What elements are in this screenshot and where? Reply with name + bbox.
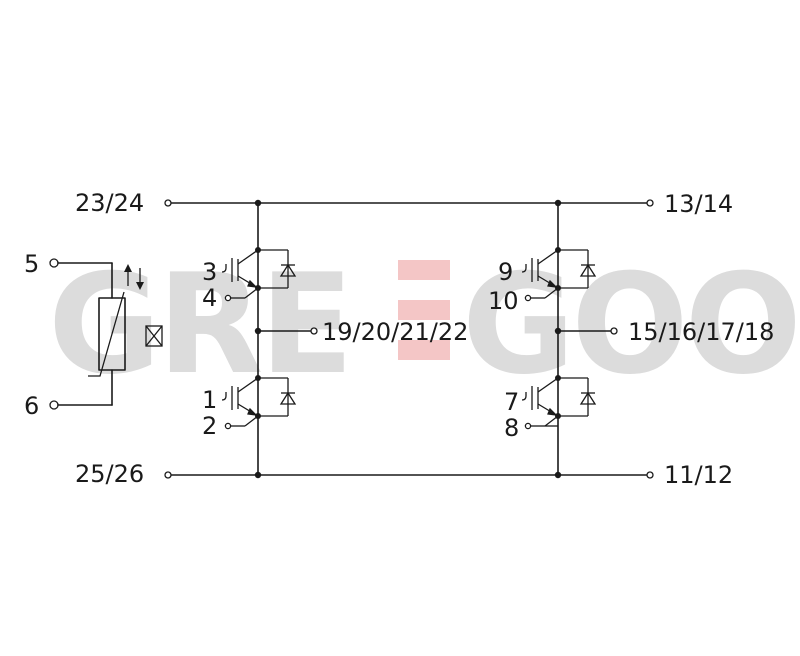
watermark-accent-bars [398, 260, 450, 360]
terminal-11-12 [646, 471, 654, 479]
igbt-q4 [521, 377, 597, 430]
thermistor-slash [88, 291, 125, 377]
label-pin-6: 6 [24, 392, 39, 420]
label-pin-4: 4 [202, 284, 217, 312]
label-15-18: 15/16/17/18 [628, 318, 774, 346]
labels: 23/24 13/14 25/26 11/12 19/20/21/22 15/1… [24, 189, 774, 489]
terminal-13-14 [646, 199, 654, 207]
terminal-23-24 [164, 199, 172, 207]
ntc-thermistor [57, 262, 163, 406]
watermark: GRE GOO [48, 244, 800, 405]
label-11-12: 11/12 [664, 461, 733, 489]
arrow-down-head-icon [136, 282, 144, 290]
label-19-22: 19/20/21/22 [322, 318, 468, 346]
terminal-15-18 [610, 327, 618, 335]
terminal-5 [49, 258, 59, 268]
label-pin-3: 3 [202, 258, 217, 286]
label-pin-8: 8 [504, 414, 519, 442]
arrow-up-head-icon [124, 264, 132, 272]
label-pin-7: 7 [504, 388, 519, 416]
label-pin-10: 10 [488, 287, 519, 315]
label-pin-5: 5 [24, 250, 39, 278]
label-23-24: 23/24 [75, 189, 144, 217]
temperature-sensor-box-icon [145, 325, 163, 347]
watermark-text-left: GRE [48, 244, 350, 405]
label-pin-9: 9 [498, 258, 513, 286]
terminals [49, 199, 654, 479]
terminal-25-26 [164, 471, 172, 479]
watermark-text-right: GOO [462, 244, 798, 405]
label-pin-2: 2 [202, 412, 217, 440]
igbt-q2 [221, 377, 297, 430]
label-25-26: 25/26 [75, 460, 144, 488]
terminal-6 [49, 400, 59, 410]
label-pin-1: 1 [202, 386, 217, 414]
igbt-q3 [521, 249, 597, 302]
label-13-14: 13/14 [664, 190, 733, 218]
terminal-19-22 [310, 327, 318, 335]
igbt-q1 [221, 249, 297, 302]
